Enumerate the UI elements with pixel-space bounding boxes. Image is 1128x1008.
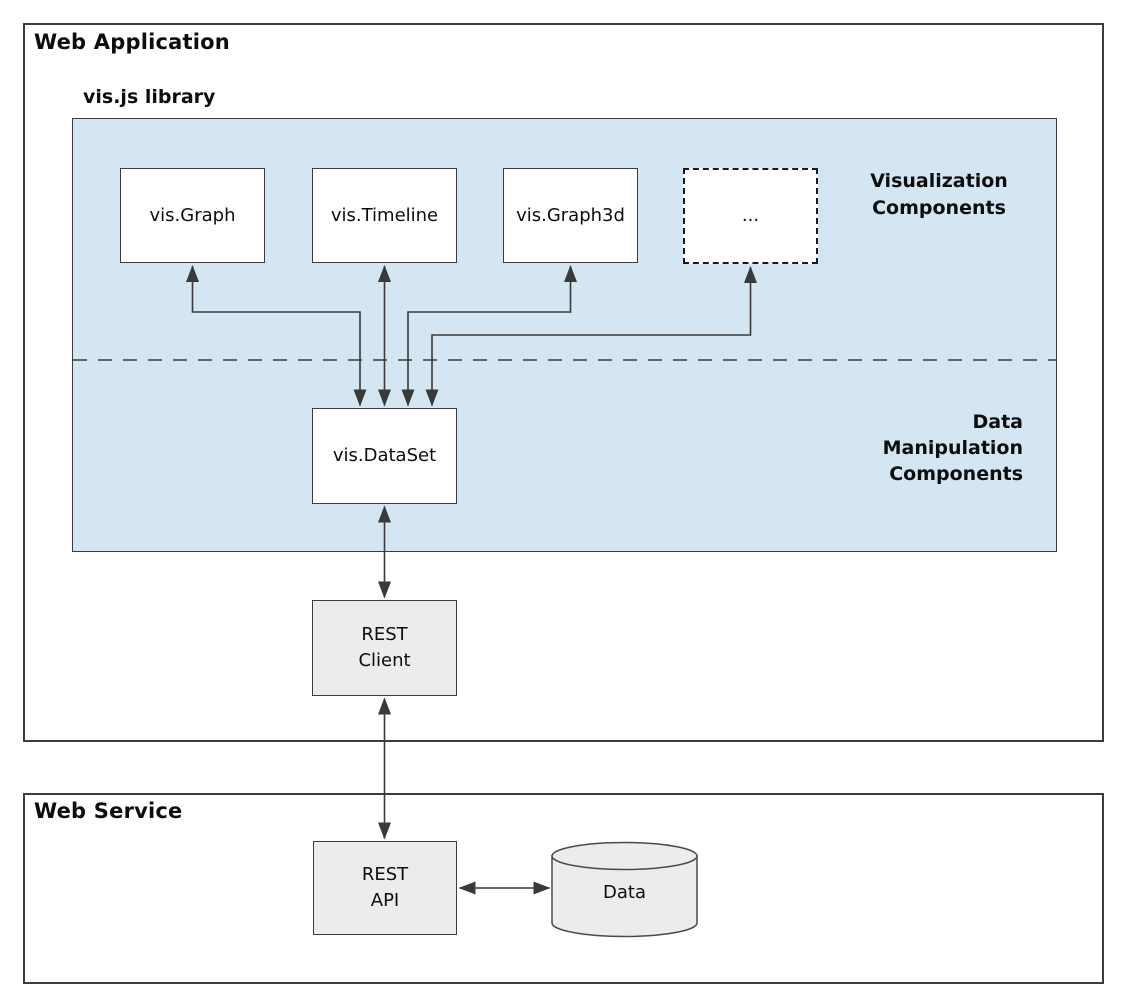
node-vis-timeline: vis.Timeline [312,168,457,263]
data-manipulation-components-label: Data Manipulation Components [882,411,1023,485]
node-vis-graph: vis.Graph [120,168,265,263]
web-service-title: Web Service [34,799,183,823]
node-rest-client: REST Client [312,600,457,696]
node-more-components: ... [683,168,818,264]
web-application-title: Web Application [34,30,230,54]
node-vis-dataset: vis.DataSet [312,408,457,504]
visjs-library-title: vis.js library [83,86,216,108]
web-service-container [23,793,1104,984]
node-rest-api: REST API [313,841,457,935]
data-store-label: Data [603,882,646,903]
web-application-container [23,23,1104,742]
visualization-components-label: Visualization Components [870,170,1008,219]
node-vis-graph3d: vis.Graph3d [503,168,638,263]
